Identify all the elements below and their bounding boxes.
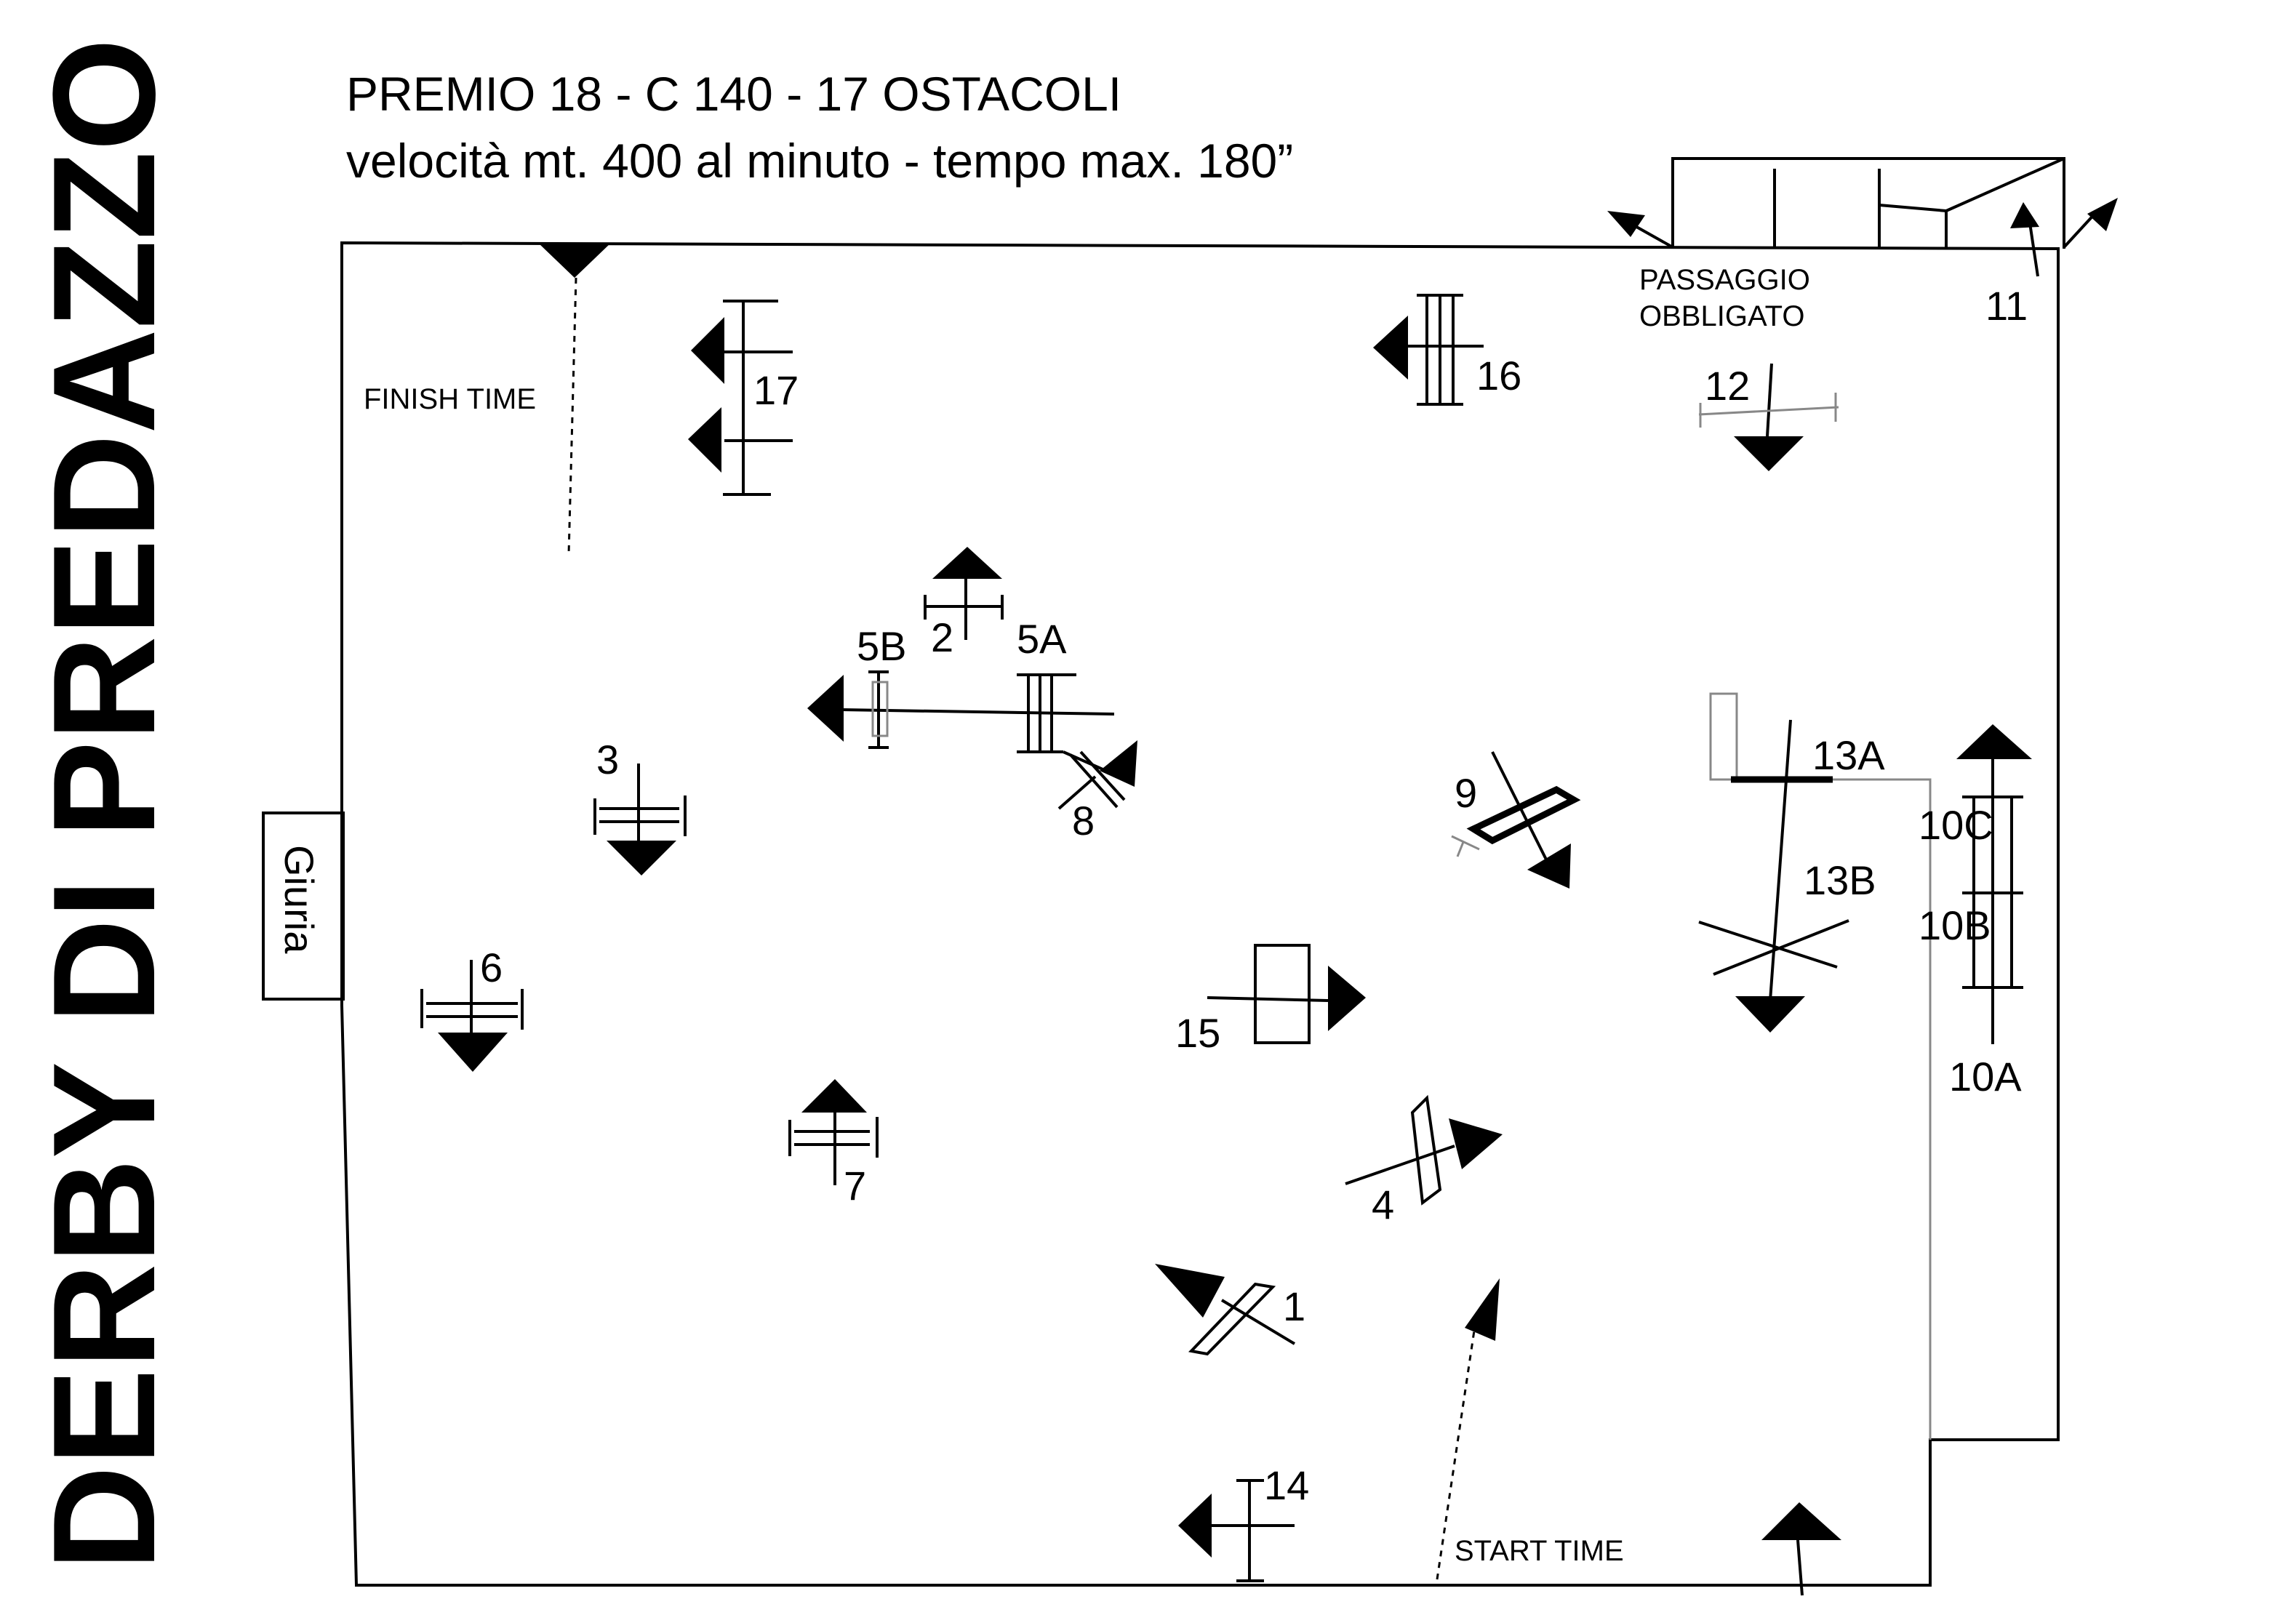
header-line-2: velocità mt. 400 al minuto - tempo max. … [346, 134, 1293, 188]
header-line-1: PREMIO 18 - C 140 - 17 OSTACOLI [346, 67, 1121, 121]
obstacle-9-label: 9 [1455, 770, 1477, 816]
start-arrow-icon [1465, 1278, 1500, 1341]
obstacle-2 [924, 547, 1004, 640]
obstacle-10a-label: 10A [1949, 1054, 2022, 1099]
start-line [1436, 1315, 1478, 1580]
passaggio-arrow-left [1607, 211, 1673, 249]
giuria-label: Giuria [276, 845, 322, 954]
obstacle-10c-label: 10C [1919, 802, 1993, 848]
obstacle-1-label: 1 [1283, 1283, 1305, 1329]
obstacle-16 [1373, 294, 1484, 406]
arena-outline [340, 241, 2060, 1587]
entry-arrow [1761, 1502, 1841, 1596]
obstacle-4-label: 4 [1372, 1182, 1394, 1227]
obstacle-13 [1698, 692, 1849, 1033]
obbligato-label: OBBLIGATO [1639, 300, 1804, 332]
start-time-label: START TIME [1455, 1535, 1624, 1567]
obstacle-10b-label: 10B [1919, 902, 1991, 948]
finish-time-label: FINISH TIME [364, 383, 536, 415]
obstacle-9 [1451, 751, 1581, 889]
obstacle-5 [807, 670, 1115, 753]
obstacle-1 [1155, 1264, 1296, 1356]
obstacle-13a-label: 13A [1812, 732, 1885, 778]
obstacle-6-label: 6 [480, 945, 503, 990]
obstacle-2-label: 2 [931, 614, 953, 660]
obstacle-3 [593, 764, 687, 875]
obstacle-17 [688, 300, 793, 496]
obstacle-10 [1956, 724, 2032, 1044]
obstacle-14-label: 14 [1264, 1462, 1309, 1508]
obstacle-4 [1345, 1094, 1503, 1206]
obstacle-3-label: 3 [596, 737, 619, 782]
obstacle-12-label: 12 [1705, 363, 1750, 409]
obstacle-17-label: 17 [753, 367, 799, 413]
finish-line [567, 277, 577, 555]
giuria-box [262, 812, 345, 1001]
obstacle-16-label: 16 [1476, 353, 1521, 398]
obstacle-13b-label: 13B [1804, 857, 1876, 903]
passaggio-arrow-right [2063, 198, 2118, 249]
obstacle-6 [420, 960, 524, 1072]
obstacle-14 [1178, 1479, 1295, 1582]
obstacle-11 [2010, 202, 2039, 277]
obstacle-5a-label: 5A [1017, 616, 1067, 662]
passaggio-obbligato-box [1671, 157, 2065, 249]
finish-marker-icon [538, 243, 611, 278]
obstacle-5b-label: 5B [857, 623, 907, 669]
obstacle-7 [788, 1079, 879, 1185]
passaggio-label: PASSAGGIO [1639, 264, 1810, 296]
obstacle-8 [1057, 740, 1137, 810]
obstacle-8-label: 8 [1072, 798, 1095, 843]
obstacle-15 [1207, 944, 1366, 1044]
obstacle-11-label: 11 [1985, 283, 2028, 329]
obstacle-7-label: 7 [844, 1163, 866, 1209]
obstacle-12 [1698, 363, 1839, 471]
obstacle-15-label: 15 [1175, 1010, 1220, 1056]
vertical-title: DERBY DI PREDAZZO [23, 38, 185, 1571]
